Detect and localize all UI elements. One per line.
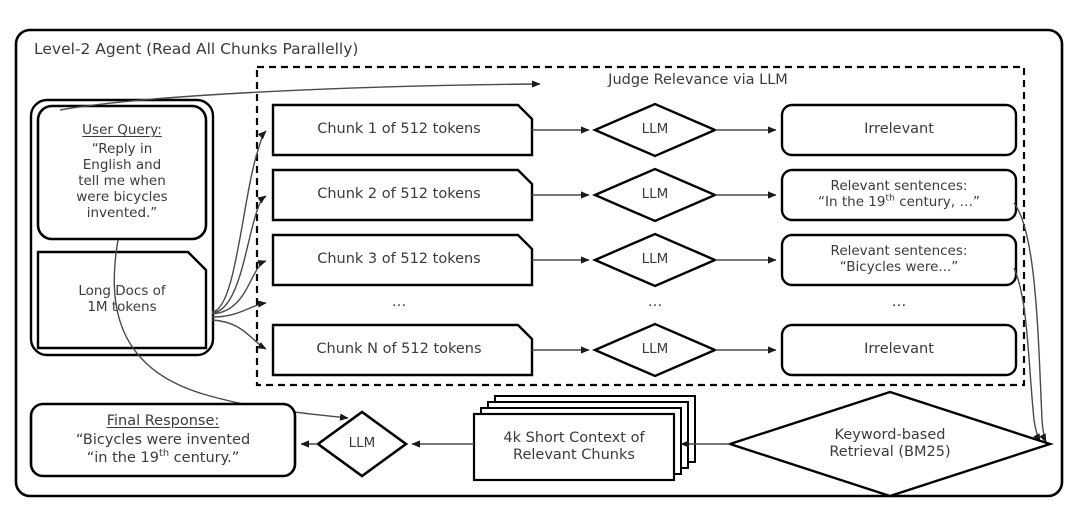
chunk-box-n bbox=[271, 323, 534, 377]
final-response-box bbox=[29, 402, 297, 478]
result-box-1 bbox=[780, 103, 1018, 157]
chunk-box-3 bbox=[271, 233, 534, 287]
result-box-n bbox=[780, 323, 1018, 377]
chunk-box-1 bbox=[271, 103, 534, 157]
short-context-card-1 bbox=[472, 412, 676, 482]
user-query-box bbox=[36, 104, 208, 241]
arrow-user-query-to-final-llm bbox=[113, 239, 349, 421]
arrow-user-query-to-judge-label bbox=[59, 80, 541, 111]
final-llm-diamond bbox=[315, 410, 409, 478]
result-box-2 bbox=[780, 168, 1018, 222]
arrow-docs-to-chunk1 bbox=[211, 130, 267, 313]
arrow-docs-to-chunk-ellipsis bbox=[211, 300, 267, 318]
arrow-docs-to-chunk2 bbox=[211, 195, 267, 314]
bm25-retrieval-diamond bbox=[726, 390, 1054, 498]
result-box-3 bbox=[780, 233, 1018, 287]
arrow-result2-to-bm25 bbox=[1013, 202, 1047, 443]
arrow-result3-to-bm25 bbox=[1013, 267, 1041, 443]
arrow-docs-to-chunk3 bbox=[211, 260, 267, 315]
chunk-box-2 bbox=[271, 168, 534, 222]
long-docs-box bbox=[36, 250, 208, 350]
arrow-docs-to-chunkn bbox=[211, 319, 267, 350]
